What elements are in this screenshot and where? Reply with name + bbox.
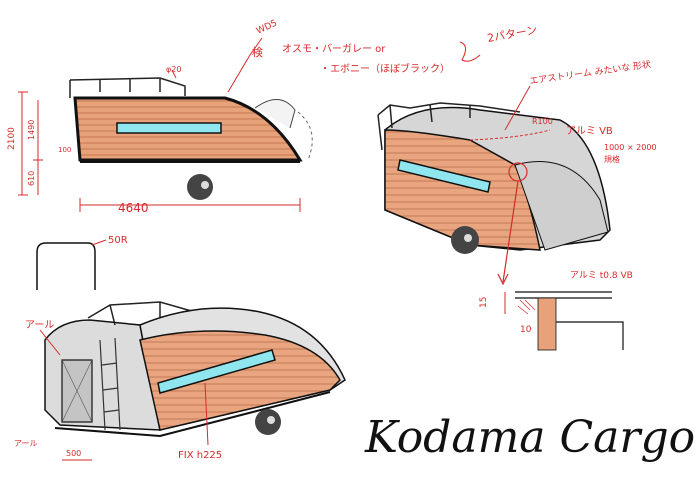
- label-panel-size: 1000 × 2000: [604, 143, 657, 152]
- rear-window: [157, 349, 276, 394]
- joint-detail: [504, 291, 624, 351]
- label-window-fix: FIX h225: [178, 450, 222, 461]
- brand-signature: Kodama Cargo: [364, 412, 695, 463]
- label-corner-radius: 50R: [108, 235, 128, 246]
- finish-brace: [459, 41, 481, 62]
- label-height-total: 2100: [7, 127, 17, 150]
- rear-wood-side: [139, 330, 341, 431]
- persp-arrow-head: [497, 273, 509, 286]
- side-window: [116, 122, 222, 134]
- label-rail-pipe: φ20: [166, 65, 181, 74]
- window-fix-leader: [204, 382, 209, 446]
- label-rear-arch: アール: [25, 320, 54, 331]
- persp-detail-arrow: [502, 180, 519, 283]
- label-height-box: 1490: [27, 120, 36, 140]
- side-roof-rack: [69, 77, 186, 98]
- persp-front-dome: [514, 161, 609, 251]
- side-dashed-curve: [297, 111, 313, 161]
- label-joint-material: アルミ t0.8 VB: [570, 271, 633, 281]
- label-rear-side: アール: [14, 439, 38, 448]
- label-frame-material: アルミ VB: [566, 126, 613, 137]
- label-panel-type: 規格: [604, 154, 620, 164]
- label-joint-height: 15: [479, 297, 489, 308]
- label-total-length: 4640: [118, 201, 149, 215]
- persp-roof-line: [469, 129, 551, 141]
- joint-wood-post: [537, 297, 557, 351]
- rear-hub: [267, 416, 275, 424]
- persp-roof-rack: [377, 102, 521, 151]
- perspective-rear-trailer: [44, 301, 346, 446]
- label-finish-prefix: 検: [252, 45, 263, 59]
- perspective-front-trailer: [377, 102, 611, 286]
- joint-hatch: [517, 299, 536, 315]
- rear-roof-rack: [87, 301, 221, 326]
- label-height-ground: 610: [27, 171, 36, 186]
- persp-window: [397, 159, 491, 193]
- label-rear-width: 500: [66, 449, 81, 458]
- side-view-trailer: [69, 77, 313, 200]
- side-dimensions: [18, 37, 301, 212]
- side-hub: [201, 181, 209, 189]
- label-finish-option-1: オスモ・バーガレー or: [282, 43, 386, 55]
- rear-arch-leader: [39, 329, 61, 356]
- label-roof-radius: R100: [532, 117, 553, 126]
- rear-chassis: [54, 391, 331, 438]
- rear-ladder: [99, 337, 121, 431]
- side-nose-cone: [254, 99, 296, 129]
- label-joint-width: 10: [520, 325, 532, 335]
- label-roof-shape: エアストリーム みたいな 形状: [529, 58, 652, 87]
- label-window-height: 100: [58, 146, 71, 154]
- corner-radius-leader: [91, 239, 107, 246]
- label-finish-option-2: ・エボニー（ほぼブラック）: [320, 62, 450, 75]
- persp-hub: [464, 234, 472, 242]
- corner-radius-shape: [36, 242, 96, 290]
- roof-shape-leader: [504, 85, 531, 131]
- label-patterns: 2パターン: [486, 23, 538, 45]
- label-wood-material: WD5: [255, 19, 279, 37]
- side-wheel: [187, 174, 213, 200]
- joint-wall: [556, 321, 624, 350]
